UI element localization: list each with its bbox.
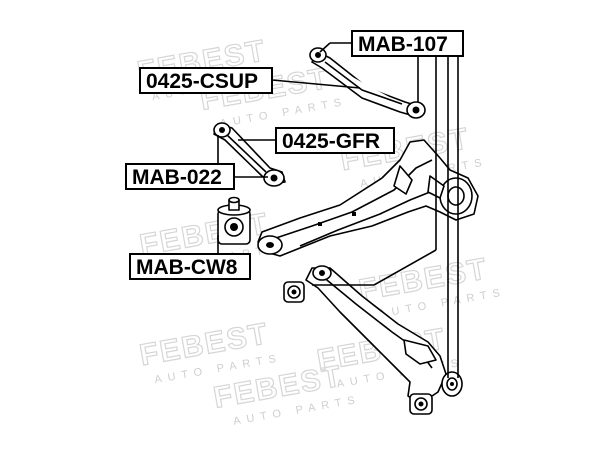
trailing-arm <box>213 122 286 187</box>
label-mab-107: MAB-107 <box>351 30 464 57</box>
label-mab-cw8: MAB-CW8 <box>129 253 251 280</box>
mount-bushing <box>217 196 251 245</box>
label-0425-gfr: 0425-GFR <box>275 127 395 154</box>
label-text-mab-022: MAB-022 <box>132 166 222 189</box>
label-text-0425-csup: 0425-CSUP <box>146 70 258 93</box>
label-text-0425-gfr: 0425-GFR <box>282 130 380 153</box>
label-0425-csup: 0425-CSUP <box>139 67 273 94</box>
label-mab-022: MAB-022 <box>125 163 235 190</box>
lower-control-arm <box>283 265 463 415</box>
label-text-mab-107: MAB-107 <box>358 33 448 56</box>
label-text-mab-cw8: MAB-CW8 <box>136 256 238 279</box>
upper-camber-arm <box>309 47 426 119</box>
leader-lines <box>217 42 459 378</box>
